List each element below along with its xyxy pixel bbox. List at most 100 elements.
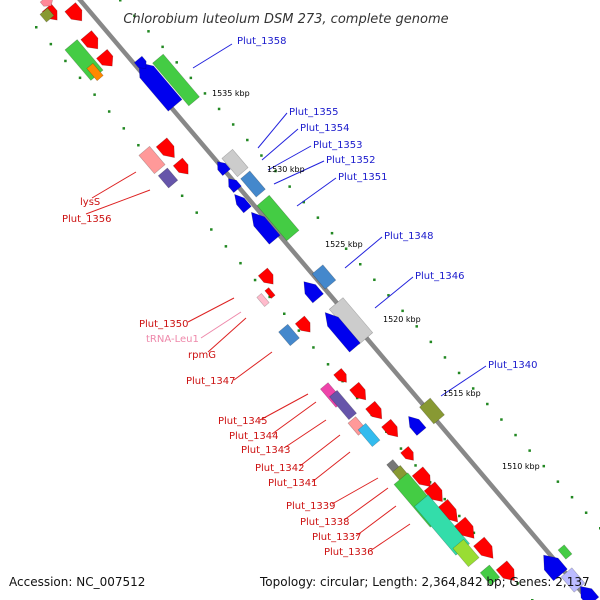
gene-1344-red[interactable] xyxy=(349,381,371,403)
label-plut-1343[interactable]: Plut_1343 xyxy=(241,445,291,456)
label-lyss[interactable]: lysS xyxy=(80,197,100,208)
gene-lyss-red[interactable] xyxy=(155,137,180,162)
tick-dot xyxy=(457,371,461,375)
gene-plut-1342-cyan[interactable] xyxy=(357,422,381,448)
label-plut-1355[interactable]: Plut_1355 xyxy=(289,107,339,118)
leader-line xyxy=(259,393,309,421)
label-plut-1345[interactable]: Plut_1345 xyxy=(218,416,268,427)
tick-dot xyxy=(231,123,235,126)
gene-rpmg[interactable] xyxy=(264,287,276,299)
label-plut-1352[interactable]: Plut_1352 xyxy=(326,155,376,166)
label-plut-1351[interactable]: Plut_1351 xyxy=(338,172,388,183)
gene-plut-1358-blue[interactable] xyxy=(132,57,183,112)
gene-plut-1348-steel[interactable] xyxy=(311,264,337,290)
gene-pink-1356[interactable] xyxy=(138,145,166,175)
gene-plut-1357-red[interactable] xyxy=(80,30,103,54)
gene-1336b-red[interactable] xyxy=(473,536,499,563)
gene-1342-red[interactable] xyxy=(381,418,403,440)
gene-green-1350s-shape xyxy=(256,194,300,242)
gene-1336-red[interactable] xyxy=(454,516,480,543)
gene-bottom-green-small-shape xyxy=(557,544,573,560)
label-plut-1354[interactable]: Plut_1354 xyxy=(300,123,350,134)
gene-1336b-red-shape xyxy=(473,536,494,559)
label-plut-1356[interactable]: Plut_1356 xyxy=(62,214,112,225)
gene-bottom-red[interactable] xyxy=(495,560,520,585)
gene-trna-leu1[interactable] xyxy=(256,293,270,307)
gene-plut-1348-blue[interactable] xyxy=(299,277,324,304)
gene-bottom-lavender[interactable] xyxy=(560,567,586,593)
gene-plut-1340-olive[interactable] xyxy=(419,397,445,425)
gene-plut-1344-violet-shape xyxy=(329,389,357,421)
gene-plut-1355-silver[interactable] xyxy=(221,148,249,178)
gene-1343-red[interactable] xyxy=(365,400,387,422)
gene-plut-1336-lime[interactable] xyxy=(452,538,480,568)
gene-plut-1346-silver[interactable] xyxy=(328,297,374,345)
label-plut-1350[interactable]: Plut_1350 xyxy=(139,319,189,330)
gene-top-olive-shape xyxy=(39,7,55,23)
gene-orange-top[interactable] xyxy=(86,62,104,82)
gene-1338-red[interactable] xyxy=(423,481,448,506)
leader-line xyxy=(374,276,414,309)
gene-1345-red-shape xyxy=(333,368,347,383)
tick-dot xyxy=(122,127,126,130)
gene-top-red-2[interactable] xyxy=(64,2,87,26)
label-plut-1339[interactable]: Plut_1339 xyxy=(286,501,336,512)
gene-plut-1352-steel[interactable] xyxy=(240,170,266,198)
gene-1345-red[interactable] xyxy=(333,368,351,385)
accession-text: Accession: NC_007512 xyxy=(9,575,145,589)
label-plut-1341[interactable]: Plut_1341 xyxy=(268,478,318,489)
tick-dot xyxy=(203,92,207,95)
gene-plut-1358-green[interactable] xyxy=(152,53,200,107)
label-plut-1340[interactable]: Plut_1340 xyxy=(488,360,538,371)
label-trna-leu1[interactable]: tRNA-Leu1 xyxy=(146,334,199,345)
gene-bottom-blue-1[interactable] xyxy=(537,549,568,582)
tick-dot xyxy=(107,110,111,113)
gene-1339-red[interactable] xyxy=(411,466,436,491)
gene-1341-red[interactable] xyxy=(400,446,418,463)
gene-plut-1336-lime-shape xyxy=(452,538,480,568)
gene-plut-1355-silver-shape xyxy=(221,148,249,178)
leader-line xyxy=(331,477,379,505)
gene-plut-1354-blue[interactable] xyxy=(214,158,231,176)
gene-plut-1340-blue[interactable] xyxy=(404,412,427,436)
gene-top-pink[interactable] xyxy=(39,0,56,10)
tick-dot xyxy=(514,433,517,437)
gene-bottom-blue-2[interactable] xyxy=(575,582,600,600)
gene-red-after-lyss[interactable] xyxy=(172,157,193,178)
tick-dot xyxy=(189,76,193,80)
label-plut-1342[interactable]: Plut_1342 xyxy=(255,463,305,474)
gene-blue-small[interactable] xyxy=(133,55,149,72)
tick-dot xyxy=(542,464,546,468)
gene-plut-1346-blue[interactable] xyxy=(320,308,361,353)
label-plut-1337[interactable]: Plut_1337 xyxy=(312,532,362,543)
gene-plut-1347-steel[interactable] xyxy=(278,323,300,347)
label-rpmg[interactable]: rpmG xyxy=(188,350,216,361)
gene-plut-1353-blue[interactable] xyxy=(225,175,242,193)
tick-dot xyxy=(288,185,291,188)
label-plut-1348[interactable]: Plut_1348 xyxy=(384,231,434,242)
gene-red-2[interactable] xyxy=(96,48,117,70)
gene-green-1350s[interactable] xyxy=(256,194,300,242)
gene-plut-1346-silver-shape xyxy=(328,297,374,345)
label-plut-1338[interactable]: Plut_1338 xyxy=(300,517,350,528)
gene-bottom-green[interactable] xyxy=(479,564,501,586)
gene-plut-1351-blue[interactable] xyxy=(231,191,252,214)
label-plut-1347[interactable]: Plut_1347 xyxy=(186,376,236,387)
gene-plut-1344-violet[interactable] xyxy=(329,389,357,421)
gene-plut-1350-red[interactable] xyxy=(257,267,278,288)
gene-top-olive[interactable] xyxy=(39,7,55,23)
label-plut-1336[interactable]: Plut_1336 xyxy=(324,547,374,558)
leader-line xyxy=(267,145,312,171)
gene-1337-red-shape xyxy=(436,498,459,523)
gene-bottom-green-small[interactable] xyxy=(557,544,573,560)
gene-bottom-green-shape xyxy=(479,564,501,586)
leader-line xyxy=(200,311,242,339)
gene-plut-1347-red[interactable] xyxy=(294,315,315,336)
label-plut-1353[interactable]: Plut_1353 xyxy=(313,140,363,151)
label-plut-1344[interactable]: Plut_1344 xyxy=(229,431,279,442)
gene-violet-1356[interactable] xyxy=(157,167,179,189)
label-plut-1358[interactable]: Plut_1358 xyxy=(237,36,287,47)
gene-1337-red[interactable] xyxy=(436,498,463,526)
label-plut-1346[interactable]: Plut_1346 xyxy=(415,271,465,282)
gene-blue-1351b[interactable] xyxy=(246,208,281,245)
